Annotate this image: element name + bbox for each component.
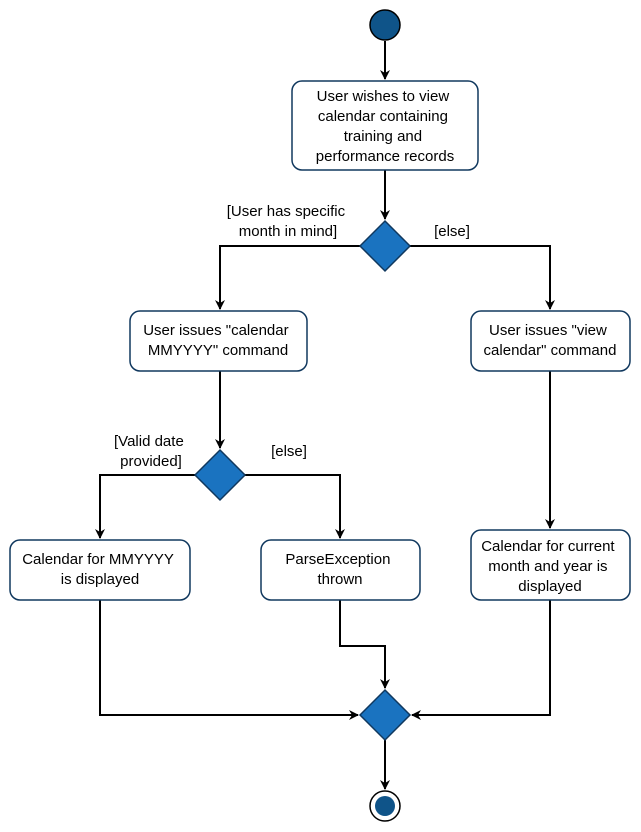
text-line: calendar" command	[484, 342, 617, 359]
initial-node	[369, 9, 401, 41]
action-display-current: Calendar for current month and year is d…	[470, 529, 631, 601]
text-line: User issues "calendar	[143, 322, 288, 339]
action-display-current-text: Calendar for current month and year is d…	[481, 538, 619, 595]
action-view-request-text: User wishes to view calendar containing …	[316, 88, 454, 165]
action-parse-exception-text: ParseException thrown	[285, 551, 394, 588]
edge-display-current-to-merge	[411, 600, 551, 720]
text-line: User issues "view	[489, 322, 607, 339]
text-line: calendar containing	[318, 108, 448, 125]
text-line: displayed	[518, 578, 581, 595]
action-calendar-command: User issues "calendar MMYYYY" command	[129, 310, 308, 372]
text-line: MMYYYY" command	[148, 342, 288, 359]
edge-display-mmyyyy-to-merge	[99, 600, 359, 720]
action-view-request: User wishes to view calendar containing …	[291, 80, 479, 171]
edge-decision-to-display-mmyyyy	[95, 474, 195, 539]
text-line: is displayed	[61, 571, 139, 588]
guard-else-2: [else]	[271, 443, 307, 460]
guard-line: [Valid date	[114, 433, 184, 450]
guard-line: provided]	[120, 453, 182, 470]
text-line: Calendar for MMYYYY	[22, 551, 174, 568]
text-line: thrown	[317, 571, 362, 588]
decision-date-node	[193, 448, 247, 502]
merge-node	[358, 688, 412, 742]
guard-line: [User has specific	[227, 203, 346, 220]
edge-decision-to-parse-exception	[245, 474, 345, 539]
guard-valid-date: [Valid date provided]	[114, 433, 188, 470]
action-display-mmyyyy-text: Calendar for MMYYYY is displayed	[22, 551, 178, 588]
decision-month-node	[358, 219, 412, 273]
text-line: ParseException	[285, 551, 390, 568]
edge-decision-to-view-cmd	[410, 245, 555, 310]
action-view-calendar-command-text: User issues "view calendar" command	[484, 322, 617, 359]
action-display-mmyyyy: Calendar for MMYYYY is displayed	[9, 539, 191, 601]
action-parse-exception: ParseException thrown	[260, 539, 421, 601]
text-line: Calendar for current	[481, 538, 615, 555]
guard-month-in-mind: [User has specific month in mind]	[227, 203, 350, 240]
guard-line: month in mind]	[239, 223, 337, 240]
text-line: training and	[344, 128, 422, 145]
text-line: month and year is	[488, 558, 607, 575]
edge-parse-exception-to-merge	[339, 600, 390, 689]
action-view-calendar-command: User issues "view calendar" command	[470, 310, 631, 372]
text-line: performance records	[316, 148, 454, 165]
edge-decision-to-calendar-cmd	[215, 245, 360, 310]
guard-else-1: [else]	[434, 223, 470, 240]
text-line: User wishes to view	[317, 88, 450, 105]
final-node	[369, 790, 401, 822]
action-calendar-command-text: User issues "calendar MMYYYY" command	[143, 322, 293, 359]
edges	[95, 41, 555, 790]
